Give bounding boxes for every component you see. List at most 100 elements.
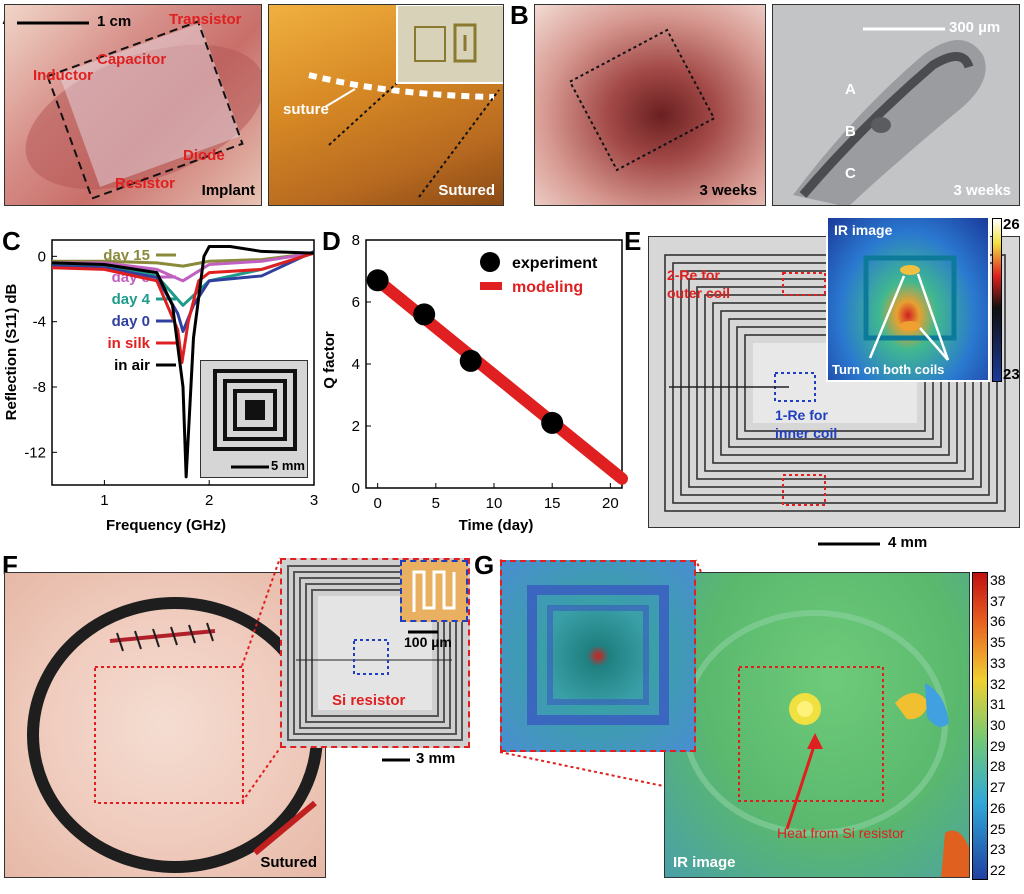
layer-label-c: C [845,165,856,182]
label-si-resistor: Si resistor [332,692,406,709]
colorbar-e-max: 26 [1003,216,1020,233]
chart-d-ytick-label: 2 [352,418,360,435]
panel-letter-b: B [510,0,529,30]
colorbar-g-tick-label: 31 [990,696,1006,713]
colorbar-g-tick-label: 23 [990,841,1006,858]
label-heat-from-si: Heat from Si resistor [777,825,905,841]
chart-c-legend-label: in silk [107,335,150,352]
chart-c-ytick-label: -12 [24,444,46,461]
colorbar-g-tick-label: 38 [990,572,1006,588]
chart-d-ylabel: Q factor [321,331,338,389]
layer-label-a: A [845,81,856,98]
chart-c-legend-label: day 0 [112,313,150,330]
chart-c-series-line [52,251,315,268]
label-1re-line2: inner coil [775,425,838,441]
scale-1cm: 1 cm [97,13,132,30]
si-resistor-coil: Si resistor [280,558,470,748]
colorbar-g [972,572,988,880]
colorbar-g-tick-label: 26 [990,799,1006,816]
label-ir-image-g: IR image [673,854,736,871]
chart-c-series-line [51,250,315,333]
colorbar-g-tick-label: 32 [990,675,1006,692]
label-inductor: Inductor [33,67,93,84]
chart-d-legend-marker-experiment [480,252,500,272]
chart-d-point [541,411,564,434]
colorbar-g-tick-label: 37 [990,592,1006,609]
label-2re-line2: outer coil [667,285,731,301]
chart-c-ytick-label: -4 [33,314,46,331]
label-implant: Implant [201,182,255,199]
scale-3mm: 3 mm [416,750,456,767]
panel-letter-g: G [474,550,495,580]
chart-d-legend-label-experiment: experiment [512,255,598,272]
panel-letter-d: D [322,226,341,256]
tissue-photo: 3 weeks [534,4,766,206]
chart-d-ytick-label: 0 [352,480,360,497]
label-suture: suture [283,101,329,118]
ir-image-g: Heat from Si resistor IR image [664,572,970,878]
scale-100um: 100 µm [404,634,452,650]
label-diode: Diode [183,147,225,164]
chart-d-ytick-label: 4 [352,356,360,373]
label-1re-line1: 1-Re for [775,407,828,423]
colorbar-g-tick-label: 25 [990,820,1006,837]
chart-d-point [366,269,389,292]
chart-c-frame [51,239,315,486]
chart-c-legend-label: in air [114,357,150,374]
colorbar-g-tick-label: 30 [990,717,1006,733]
colorbar-e [992,218,1002,382]
chart-c-xlabel: Frequency (GHz) [106,517,226,534]
chart-c-legend-label: day 15 [103,247,150,264]
colorbar-e-min: 23 [1003,366,1020,383]
chart-d-xtick-label: 20 [602,495,619,512]
label-3weeks-histology: 3 weeks [953,182,1011,199]
panel-letter-e: E [624,226,642,256]
colorbar-g-tick-label: 35 [990,634,1006,651]
scale-300um: 300 µm [949,19,1001,36]
chart-c-xtick-label: 2 [205,492,213,509]
chart-d-legend-label-modeling: modeling [512,279,583,296]
chart-c-series-line [51,245,315,479]
label-transistor: Transistor [169,11,242,28]
label-turn-on: Turn on both coils [832,362,945,377]
colorbar-g-tick-label: 22 [990,862,1006,878]
chart-c-legend-label: day 4 [112,291,151,308]
resistor-micrograph [400,560,468,622]
label-capacitor: Capacitor [97,51,167,68]
colorbar-g-tick-label: 27 [990,779,1006,796]
chart-d-xtick-label: 10 [486,495,503,512]
chart-d-xtick-label: 15 [544,495,561,512]
colorbar-g-tick-label: 33 [990,654,1006,671]
inset-scale-5mm: 5 mm [271,458,305,473]
label-ir-image-e: IR image [834,222,893,238]
panel-letter-c: C [2,226,21,256]
histology-image: 300 µm A B C 3 weeks [772,4,1020,206]
chart-d-point [413,303,436,326]
chart-c-ylabel: Reflection (S11) dB [3,283,20,420]
sutured-coil-photo: Sutured [4,572,326,878]
chart-d-xlabel: Time (day) [459,517,534,534]
chart-d-xtick-label: 0 [373,495,381,512]
label-resistor: Resistor [115,175,176,192]
label-sutured-f: Sutured [260,854,317,871]
chart-d-ytick-label: 8 [352,232,360,249]
label-sutured: Sutured [438,182,495,199]
chart-c-xtick-label: 1 [100,492,108,509]
chart-c-ytick-label: -8 [33,379,46,396]
chart-d-point [459,349,482,372]
panel-letter-f: F [2,550,18,580]
sutured-photo: suture Sutured [268,4,504,206]
ir-inset-e: IR image Turn on both coils [826,216,990,382]
layer-label-b: B [845,123,856,140]
coil-inset: 5 mm [200,360,308,478]
label-2re-line1: 2-Re for [667,267,720,283]
colorbar-g-tick-label: 36 [990,613,1006,630]
scale-4mm: 4 mm [888,534,928,551]
chart-d-ytick-label: 6 [352,294,360,311]
chart-c-series-line [51,251,315,364]
label-3weeks-photo: 3 weeks [699,182,757,199]
colorbar-g-tick-label: 29 [990,737,1006,754]
